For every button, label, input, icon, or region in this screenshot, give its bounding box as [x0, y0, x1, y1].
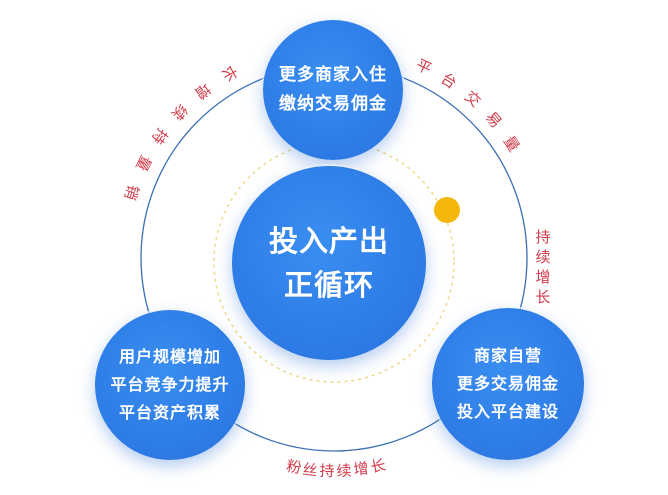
node-left-line-2: 平台竞争力提升 — [110, 375, 230, 394]
arc-char: 持 — [535, 228, 551, 246]
orbit-dot — [434, 197, 460, 223]
arc-char: 续 — [535, 248, 551, 266]
arc-char: 增 — [535, 268, 551, 286]
dashed-inner-ring — [213, 141, 455, 383]
node-left-line-1: 用户规模增加 — [118, 347, 221, 366]
node-left: 用户规模增加 平台竞争力提升 平台资产积累 — [95, 310, 245, 460]
node-top-line-1: 更多商家入住 — [279, 65, 387, 85]
node-right-line-2: 更多交易佣金 — [456, 374, 559, 393]
node-right-line-3: 投入平台建设 — [456, 402, 559, 421]
node-top-line-2: 缴纳交易佣金 — [279, 94, 387, 114]
arc-char: 长 — [535, 288, 551, 306]
node-center-line-2: 正循环 — [283, 268, 374, 302]
node-left-line-3: 平台资产积累 — [118, 403, 221, 422]
node-top: 更多商家入住 缴纳交易佣金 — [263, 20, 403, 160]
node-right: 商家自营 更多交易佣金 投入平台建设 — [432, 308, 584, 460]
node-center: 投入产出 正循环 — [232, 166, 426, 360]
node-right-line-1: 商家自营 — [473, 346, 542, 365]
node-center-line-1: 投入产出 — [268, 224, 389, 258]
